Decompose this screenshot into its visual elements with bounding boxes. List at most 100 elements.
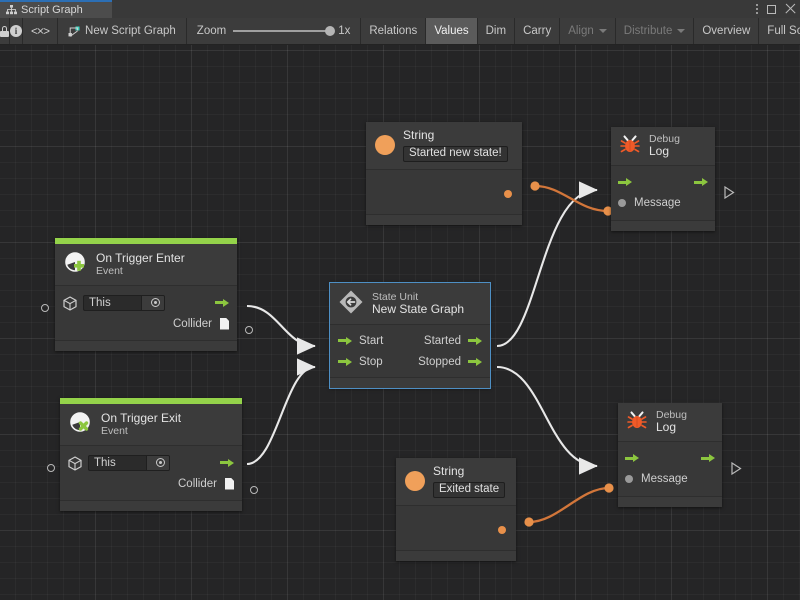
chevron-down-icon [677, 29, 686, 33]
close-icon[interactable] [785, 4, 796, 15]
output-flow-port[interactable] [220, 458, 234, 468]
toolbar-button-overview[interactable]: Overview [694, 18, 760, 44]
node-debug-log-exited[interactable]: Debug Log Message [618, 403, 742, 507]
object-picker-icon[interactable] [141, 295, 164, 310]
string-value-field[interactable]: Started new state! [403, 145, 508, 162]
target-object-field[interactable]: This [88, 454, 170, 471]
output-flow-port[interactable] [215, 298, 229, 308]
input-port-target[interactable] [41, 304, 49, 312]
output-flow-port-stopped[interactable] [468, 357, 482, 367]
node-title: New State Graph [372, 301, 465, 316]
toolbar-button-values[interactable]: Values [426, 18, 478, 44]
target-object-field[interactable]: This [83, 294, 165, 311]
event-accent-bar [55, 238, 237, 244]
code-view-button[interactable]: <×> [23, 18, 59, 44]
node-ports: This Collider [60, 446, 242, 501]
toolbar-button-dim[interactable]: Dim [478, 18, 516, 44]
output-port-collider-label: Collider [173, 317, 212, 330]
node-header: State Unit New State Graph [330, 283, 490, 325]
node-string-exited[interactable]: String Exited state [396, 458, 516, 561]
toolbar-button-overview-label: Overview [702, 25, 751, 37]
toolbar-button-relations[interactable]: Relations [361, 18, 427, 44]
toolbar-button-distribute-label: Distribute [623, 25, 673, 37]
collider-file-icon[interactable] [225, 477, 234, 490]
state-unit-icon [338, 289, 364, 318]
lock-button[interactable] [0, 18, 10, 44]
string-value-field[interactable]: Exited state [433, 481, 506, 498]
output-port-collider[interactable] [250, 486, 258, 494]
node-header: On Trigger Enter Event [55, 244, 237, 286]
graph-name-field[interactable]: New Script Graph [58, 18, 187, 44]
node-footer [330, 378, 490, 388]
game-object-icon [68, 455, 82, 471]
collider-row: Collider [68, 473, 234, 494]
toolbar-button-align[interactable]: Align [560, 18, 616, 44]
output-flow-port[interactable] [701, 453, 715, 463]
input-port-start-label: Start [359, 334, 384, 347]
output-port-value[interactable] [498, 525, 506, 534]
toolbar-button-fullscreen[interactable]: Full Scr [759, 18, 800, 44]
node-ports [366, 169, 522, 215]
output-port-value[interactable] [504, 189, 512, 198]
toolbar-button-distribute[interactable]: Distribute [616, 18, 695, 44]
tab-script-graph[interactable]: Script Graph [0, 0, 112, 18]
maximize-icon[interactable] [767, 4, 776, 14]
string-value-icon [375, 135, 395, 156]
node-footer [396, 550, 516, 561]
target-row: This [68, 452, 234, 473]
node-subtitle: Debug [649, 133, 680, 145]
trigger-exit-icon [69, 411, 93, 438]
trigger-enter-icon [64, 251, 88, 278]
node-subtitle: Event [96, 265, 123, 278]
node-header: Debug Log [618, 403, 722, 442]
node-header: On Trigger Exit Event [60, 404, 242, 446]
node-string-started[interactable]: String Started new state! [366, 122, 522, 225]
node-ports: This Collider [55, 286, 237, 341]
graph-toolbar: i <×> New Script Graph Zoom 1x [0, 18, 800, 45]
node-subtitle: Debug [656, 409, 687, 421]
zoom-control[interactable]: Zoom 1x [187, 18, 362, 44]
input-flow-port-stop[interactable] [338, 357, 352, 367]
node-debug-log-started[interactable]: Debug Log Message [611, 127, 735, 231]
info-button[interactable]: i [10, 18, 23, 44]
node-footer [618, 496, 722, 507]
input-port-message[interactable] [625, 475, 633, 484]
output-flow-connector-icon[interactable] [724, 185, 735, 202]
input-port-target[interactable] [47, 464, 55, 472]
output-port-collider[interactable] [245, 326, 253, 334]
toolbar-button-relations-label: Relations [369, 25, 418, 37]
input-flow-port-start[interactable] [338, 336, 352, 346]
lock-icon [0, 25, 9, 37]
output-flow-port[interactable] [694, 177, 708, 187]
target-object-value: This [94, 456, 116, 469]
zoom-slider[interactable] [233, 26, 336, 36]
debug-bug-icon [619, 133, 641, 158]
info-icon: i [10, 25, 22, 37]
node-state-unit[interactable]: State Unit New State Graph Start Started… [329, 282, 491, 389]
flow-port-row [625, 448, 715, 469]
object-picker-icon[interactable] [146, 455, 169, 470]
toolbar-button-carry[interactable]: Carry [515, 18, 561, 44]
node-on-trigger-enter[interactable]: On Trigger Enter Event This [41, 238, 253, 351]
string-value-icon [405, 471, 425, 492]
node-title: String [403, 128, 435, 142]
zoom-slider-handle[interactable] [325, 26, 336, 36]
graph-canvas[interactable]: String Started new state! [0, 45, 800, 600]
input-port-message[interactable] [618, 199, 626, 208]
node-on-trigger-exit[interactable]: On Trigger Exit Event This [47, 398, 258, 511]
input-port-message-label: Message [641, 473, 688, 486]
kebab-menu-icon[interactable] [755, 3, 758, 16]
node-ports: Start Started Stop Stopped [330, 325, 490, 378]
flow-port-row [618, 172, 708, 193]
input-flow-port[interactable] [625, 453, 639, 463]
toolbar-button-align-label: Align [568, 25, 594, 37]
tab-label: Script Graph [21, 4, 83, 16]
node-ports: Message [618, 441, 722, 497]
input-flow-port[interactable] [618, 177, 632, 187]
message-port-row: Message [618, 193, 708, 214]
collider-file-icon[interactable] [220, 317, 229, 330]
title-bar: Script Graph [0, 0, 800, 18]
output-flow-port-started[interactable] [468, 336, 482, 346]
output-flow-connector-icon[interactable] [731, 461, 742, 478]
node-ports: Message [611, 165, 715, 221]
